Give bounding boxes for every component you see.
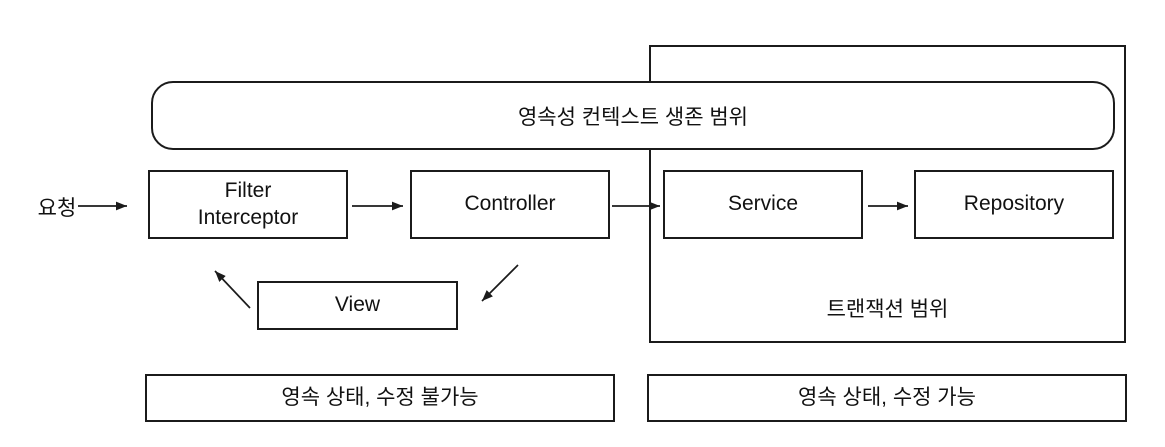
legend-managed-state: 영속 상태, 수정 가능	[647, 374, 1127, 422]
request-label: 요청	[37, 197, 77, 220]
node-view: View	[257, 281, 458, 330]
node-repository: Repository	[914, 170, 1114, 239]
view-label: View	[334, 293, 381, 317]
repository-label: Repository	[963, 192, 1065, 216]
transaction-scope-rect	[649, 45, 1126, 343]
transaction-scope-label: 트랜잭션 범위	[826, 298, 949, 321]
service-label: Service	[727, 192, 799, 216]
legend-detached-label: 영속 상태, 수정 불가능	[281, 385, 479, 409]
node-filter-interceptor: Filter Interceptor	[148, 170, 348, 239]
interceptor-label: Interceptor	[197, 205, 299, 229]
legend-managed-label: 영속 상태, 수정 가능	[798, 385, 976, 409]
filter-label: Filter	[224, 179, 272, 203]
arrow-controller-to-view	[481, 264, 519, 302]
node-controller: Controller	[410, 170, 610, 239]
persistence-context-scope-rect: 영속성 컨텍스트 생존 범위	[151, 81, 1115, 150]
arrow-view-to-filter	[214, 270, 251, 309]
persistence-context-scope-label: 영속성 컨텍스트 생존 범위	[517, 105, 749, 129]
controller-label: Controller	[464, 192, 556, 216]
legend-detached-state: 영속 상태, 수정 불가능	[145, 374, 615, 422]
node-service: Service	[663, 170, 863, 239]
